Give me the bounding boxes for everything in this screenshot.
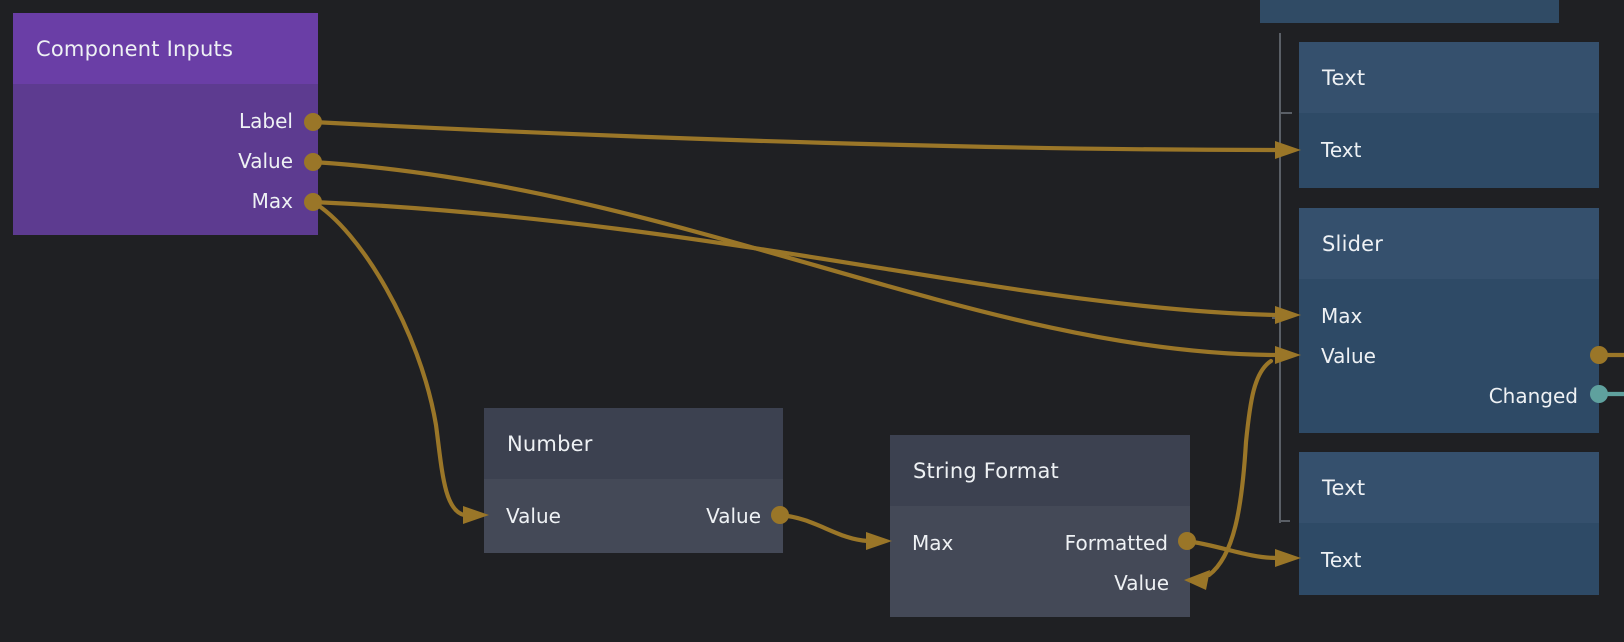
output-port-label: Label: [239, 109, 293, 133]
port-row: Max Formatted: [890, 523, 1190, 563]
output-port-label: Max: [251, 189, 293, 213]
cable-max-to-slider-max[interactable]: [310, 199, 1281, 318]
port-row: Max: [13, 181, 318, 221]
output-port-label: Value: [706, 504, 761, 528]
node-body: Max Formatted Value: [890, 506, 1190, 603]
input-port-label: Max: [1321, 304, 1363, 328]
input-port-label: Value: [506, 504, 561, 528]
node-title[interactable]: Component Inputs: [13, 13, 318, 84]
input-port-label: Value: [1321, 344, 1376, 368]
output-port-label: Changed: [1488, 384, 1578, 408]
node-slider[interactable]: Slider Max Value Changed: [1299, 208, 1599, 433]
port-row: Value: [13, 141, 318, 181]
node-title[interactable]: String Format: [890, 435, 1190, 506]
node-body: Label Value Max: [13, 84, 318, 221]
port-row: Text: [1299, 130, 1599, 170]
output-port-label: Value: [238, 149, 293, 173]
cable-formatted-to-text-bottom[interactable]: [1184, 538, 1280, 561]
input-port-label: Text: [1321, 548, 1362, 572]
arrowhead-text-top-input: [1275, 141, 1301, 159]
port-row: Value Value: [484, 496, 783, 536]
cable-label-to-text-top[interactable]: [310, 119, 1280, 153]
port-row: Value: [1299, 336, 1599, 376]
node-text-bottom[interactable]: Text Text: [1299, 452, 1599, 595]
node-number[interactable]: Number Value Value: [484, 408, 783, 553]
node-string-format[interactable]: String Format Max Formatted Value: [890, 435, 1190, 617]
node-title[interactable]: Number: [484, 408, 783, 479]
node-body: Text: [1299, 523, 1599, 580]
node-text-top[interactable]: Text Text: [1299, 42, 1599, 188]
arrowhead-stringformat-max-input: [866, 532, 892, 550]
cable-max-to-number-value[interactable]: [310, 199, 467, 518]
input-port-label: Value: [1114, 571, 1169, 595]
node-title[interactable]: Slider: [1299, 208, 1599, 279]
node-body: Text: [1299, 113, 1599, 170]
output-port-label: Formatted: [1064, 531, 1168, 555]
arrowhead-slider-value-input: [1275, 346, 1301, 364]
node-title[interactable]: Text: [1299, 452, 1599, 523]
node-partial-top[interactable]: [1260, 0, 1559, 23]
input-port-label: Text: [1321, 138, 1362, 162]
node-component-inputs[interactable]: Component Inputs Label Value Max: [13, 13, 318, 235]
group-bracket-line: [1272, 33, 1292, 523]
arrowhead-slider-max-input: [1275, 306, 1301, 324]
port-row: Changed: [1299, 376, 1599, 416]
node-body: Max Value Changed: [1299, 279, 1599, 416]
port-row: Value: [890, 563, 1190, 603]
node-title[interactable]: Text: [1299, 42, 1599, 113]
arrowhead-text-bottom-input: [1275, 549, 1301, 567]
port-row: Max: [1299, 296, 1599, 336]
port-row: Text: [1299, 540, 1599, 580]
input-port-label: Max: [912, 531, 954, 555]
cable-number-to-stringformat-max[interactable]: [777, 512, 871, 544]
port-row: Label: [13, 101, 318, 141]
cable-slider-value-to-stringformat-value[interactable]: [1206, 358, 1274, 578]
cable-value-to-slider-value[interactable]: [310, 159, 1281, 358]
node-body: Value Value: [484, 479, 783, 536]
